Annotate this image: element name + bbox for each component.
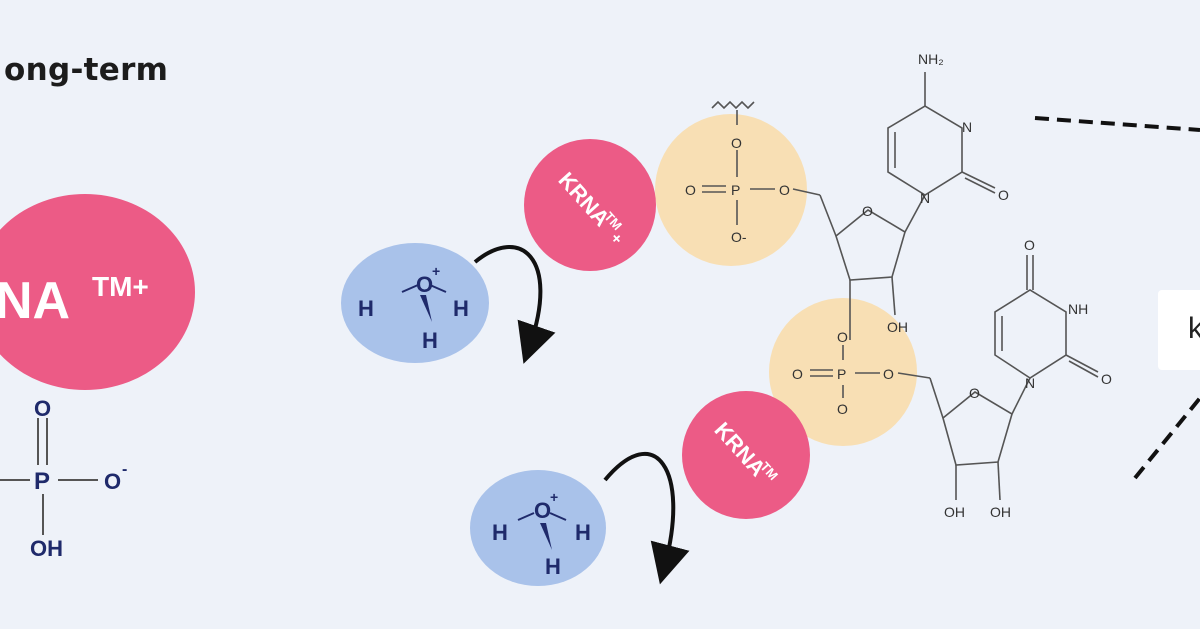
water2-h-right: H xyxy=(575,520,591,545)
arrow-curve-2 xyxy=(603,452,690,585)
water2-h-left: H xyxy=(492,520,508,545)
dashed-callout-top xyxy=(1034,116,1200,132)
uracil-nh: NH xyxy=(1068,301,1088,317)
sugar-1-oh: OH xyxy=(887,319,908,335)
title-fragment: ong-term xyxy=(4,52,169,88)
cytosine-ring xyxy=(887,72,996,196)
sugar-2-o: O xyxy=(969,385,980,401)
sugar-2-oh-left: OH xyxy=(944,504,965,520)
water1-h-left: H xyxy=(358,296,374,321)
left-phosphate-o-top: O xyxy=(34,396,51,421)
krna-large-blob xyxy=(0,194,195,390)
water1-h-right: H xyxy=(453,296,469,321)
left-phosphate-group xyxy=(0,418,98,535)
uracil-n-bottom: N xyxy=(1025,375,1035,391)
uracil-ring xyxy=(994,255,1099,379)
sugar-2-ring xyxy=(929,377,1031,501)
left-phosphate-p: P xyxy=(34,468,50,495)
krna-large-sup: TM+ xyxy=(92,271,149,302)
p2-o-top: O xyxy=(837,329,848,345)
cytosine-n-bottom: N xyxy=(920,190,930,206)
p1-o-top: O xyxy=(731,135,742,151)
phosphate-2-bonds xyxy=(810,320,931,398)
cytosine-o: O xyxy=(998,187,1009,203)
p2-o-bottom: O xyxy=(837,401,848,417)
left-phosphate-oh: OH xyxy=(30,536,63,561)
arrow-curve-1 xyxy=(473,245,556,364)
uracil-o-top: O xyxy=(1024,237,1035,253)
water2-o: O xyxy=(534,498,551,523)
left-phosphate-o-charge: - xyxy=(122,461,127,478)
uracil-o-right: O xyxy=(1101,371,1112,387)
phosphate-circle-2 xyxy=(769,298,917,446)
water2-h-bottom: H xyxy=(545,554,561,579)
dashed-callout-bottom xyxy=(1133,396,1200,480)
right-label-box: k xyxy=(1158,290,1200,370)
phosphate-circle-1 xyxy=(655,114,807,266)
water-molecule-2: H O + H H xyxy=(470,470,606,586)
p1-o-minus: O- xyxy=(731,229,747,245)
p1-o-left: O xyxy=(685,182,696,198)
krna-large-label: NA xyxy=(0,272,70,330)
water-molecule-1: H O + H H xyxy=(341,243,489,363)
water1-o: O xyxy=(416,272,433,297)
right-label-letter: k xyxy=(1188,312,1200,345)
phosphate-1-bonds xyxy=(702,100,821,225)
water1-h-bottom: H xyxy=(422,328,438,353)
water2-charge: + xyxy=(550,489,558,505)
sugar-1-ring xyxy=(819,194,926,320)
sugar-2-oh-right: OH xyxy=(990,504,1011,520)
cytosine-nh2: NH₂ xyxy=(918,51,944,67)
p2-p: P xyxy=(837,366,846,382)
krna-small-2: KRNA TM xyxy=(682,391,810,519)
sugar-1-o: O xyxy=(862,203,873,219)
p2-o-left: O xyxy=(792,366,803,382)
cytosine-n-top: N xyxy=(962,119,972,135)
p1-p: P xyxy=(731,182,740,198)
p1-o-right: O xyxy=(779,182,790,198)
left-phosphate-o-right: O xyxy=(104,469,121,494)
krna-small-1: KRNA TM + xyxy=(524,139,656,271)
p2-o-right: O xyxy=(883,366,894,382)
water1-charge: + xyxy=(432,263,440,279)
